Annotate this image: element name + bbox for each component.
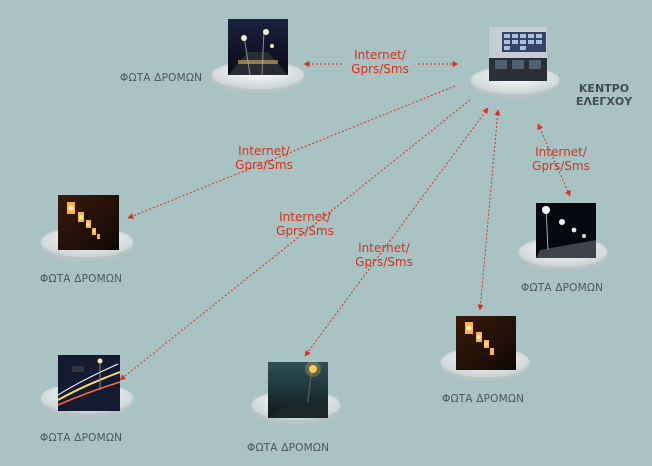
street-light-label-bottom-center: ΦΩΤΑ ΔΡΟΜΩΝ: [247, 442, 330, 454]
link-label-line1: Internet/: [238, 144, 290, 158]
link-label-line1: Internet/: [358, 241, 410, 255]
link-left-light: [127, 85, 456, 219]
street-light-label-right: ΦΩΤΑ ΔΡΟΜΩΝ: [521, 282, 604, 294]
link-label-line2: Gprs/Sms: [235, 158, 293, 172]
street-light-photo-icon: [228, 19, 288, 76]
link-label-middle: Internet/ Gprs/Sms: [267, 210, 343, 238]
link-label-line2: Gprs/Sms: [532, 159, 590, 173]
street-light-photo-icon: [57, 355, 121, 411]
street-light-photo-icon: [456, 316, 516, 370]
street-light-label-bottom-right: ΦΩΤΑ ΔΡΟΜΩΝ: [442, 393, 525, 405]
street-light-label-left: ΦΩΤΑ ΔΡΟΜΩΝ: [40, 273, 123, 285]
link-label-right: Internet/ Gprs/Sms: [523, 145, 599, 173]
street-light-label-top: ΦΩΤΑ ΔΡΟΜΩΝ: [120, 72, 203, 84]
control-center-label-line2: ΕΛΕΓΧΟΥ: [575, 95, 633, 108]
control-center-label-line1: ΚΕΝΤΡΟ: [578, 82, 630, 95]
link-label-line1: Internet/: [354, 48, 406, 62]
street-light-photo-icon: [536, 203, 596, 258]
connection-lines: [119, 61, 571, 381]
link-label-line2: Gprs/Sms: [351, 62, 409, 76]
link-label-top: Internet/ Gprs/Sms: [342, 48, 418, 76]
link-right-light: [537, 123, 571, 197]
control-center-label: ΚΕΝΤΡΟ ΕΛΕΓΧΟΥ: [566, 82, 642, 108]
street-light-label-bottom-left: ΦΩΤΑ ΔΡΟΜΩΝ: [40, 432, 123, 444]
street-light-photo-icon: [58, 195, 119, 250]
link-label-line1: Internet/: [535, 145, 587, 159]
link-label-lower: Internet/ Gprs/Sms: [346, 241, 422, 269]
street-light-photo-icon: [268, 361, 328, 418]
control-room-photo-icon: [489, 27, 547, 81]
link-bottom-center-light: [304, 107, 489, 357]
link-label-left: Internet/ Gprs/Sms: [226, 144, 302, 172]
link-label-line2: Gprs/Sms: [355, 255, 413, 269]
link-label-line2: Gprs/Sms: [276, 224, 334, 238]
link-label-line1: Internet/: [279, 210, 331, 224]
link-bottom-left-light: [119, 99, 471, 381]
link-bottom-right-light: [477, 109, 501, 311]
